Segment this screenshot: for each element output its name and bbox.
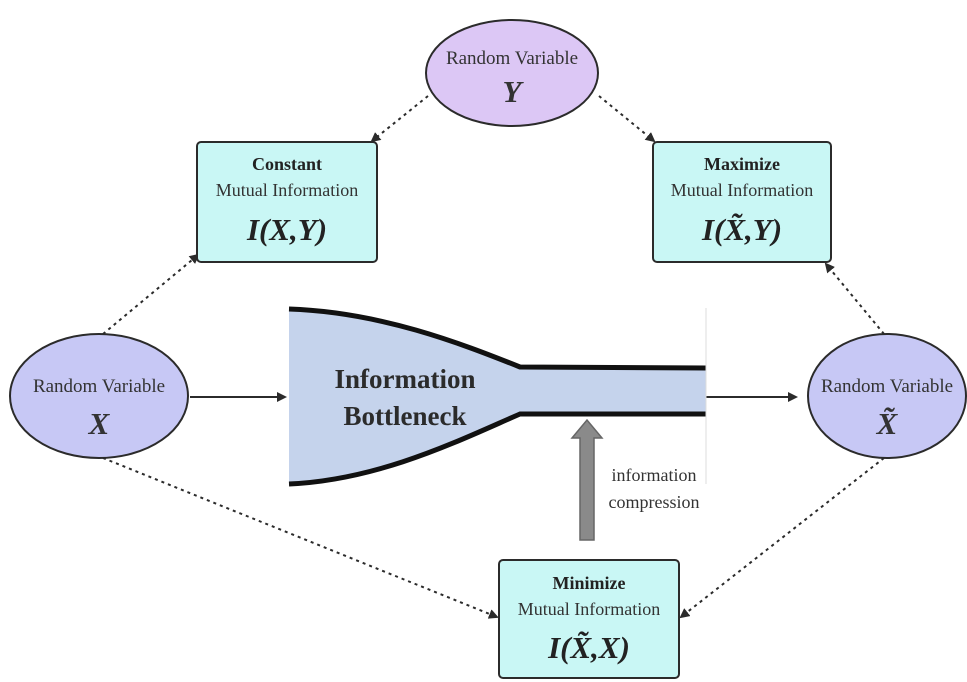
box-maximize-subtitle: Mutual Information xyxy=(671,180,813,200)
box-constant: Constant Mutual Information I(X,Y) xyxy=(196,141,378,263)
arrow-xtilde-to-maximize xyxy=(824,262,885,335)
box-maximize-formula: I(X̃,Y) xyxy=(701,212,782,247)
arrow-y-to-constant xyxy=(370,95,429,143)
box-minimize-subtitle: Mutual Information xyxy=(518,599,660,619)
node-x: Random Variable X xyxy=(9,333,189,459)
node-y: Random Variable Y xyxy=(425,19,599,127)
node-y-label: Random Variable xyxy=(446,48,578,69)
box-constant-heading: Constant xyxy=(252,154,322,174)
bottleneck-bottom-edge xyxy=(288,411,706,487)
arrow-x-to-constant xyxy=(102,253,200,335)
box-minimize: Minimize Mutual Information I(X̃,X) xyxy=(498,559,680,679)
node-x-tilde-symbol: X̃ xyxy=(876,406,899,441)
compression-arrow xyxy=(570,418,604,541)
box-maximize: Maximize Mutual Information I(X̃,Y) xyxy=(652,141,832,263)
box-constant-subtitle: Mutual Information xyxy=(216,180,358,200)
node-y-symbol: Y xyxy=(503,74,525,109)
bottleneck-shape xyxy=(289,308,706,484)
arrow-y-to-maximize xyxy=(598,95,656,143)
arrow-xtilde-to-minimize xyxy=(679,457,885,619)
information-bottleneck-funnel: Information Bottleneck xyxy=(288,306,707,487)
node-x-tilde-label: Random Variable xyxy=(821,376,953,397)
compression-label-line2: compression xyxy=(609,492,700,512)
bottleneck-title-line1: Information xyxy=(335,364,476,394)
arrow-x-to-minimize xyxy=(102,457,499,619)
box-maximize-heading: Maximize xyxy=(704,154,780,174)
node-x-label: Random Variable xyxy=(33,376,165,397)
box-minimize-formula: I(X̃,X) xyxy=(547,630,630,665)
compression-label-line1: information xyxy=(612,465,697,485)
bottleneck-title-line2: Bottleneck xyxy=(344,401,467,431)
box-constant-formula: I(X,Y) xyxy=(246,212,327,247)
node-x-tilde: Random Variable X̃ xyxy=(807,333,967,459)
node-x-symbol: X xyxy=(88,406,111,441)
box-minimize-heading: Minimize xyxy=(553,573,626,593)
bottleneck-top-edge xyxy=(288,306,707,371)
